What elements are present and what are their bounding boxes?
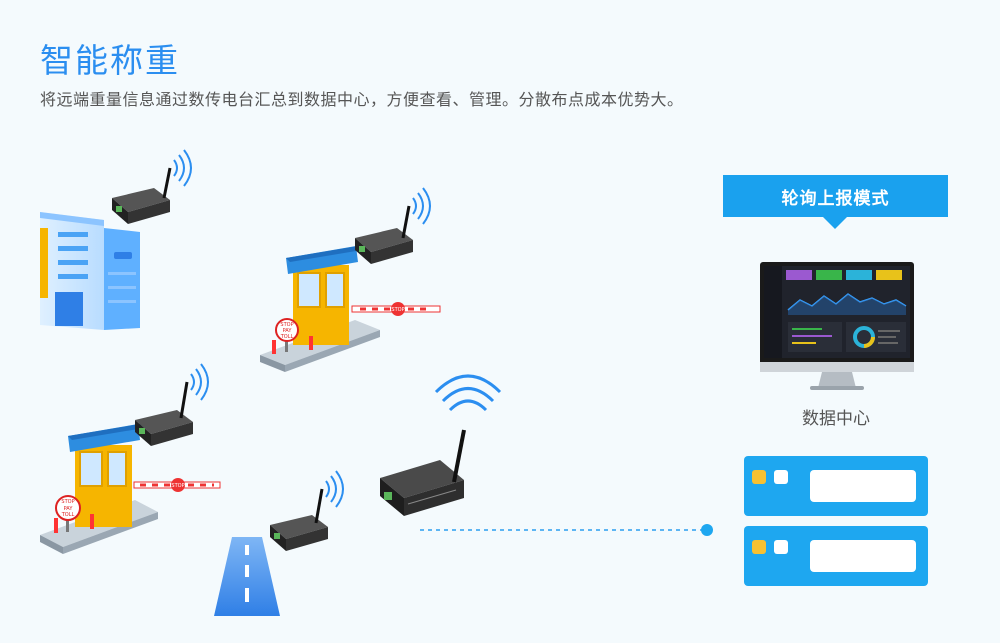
toll-booth-1: STOP STOP PAY TOLL	[260, 246, 441, 372]
toll-sign-toll-1: TOLL	[280, 334, 294, 340]
connection-dot	[701, 524, 713, 536]
central-radio-module	[380, 374, 502, 516]
toll-sign-stop-1: STOP	[280, 322, 293, 328]
radio-module-2	[355, 187, 431, 264]
road	[214, 537, 280, 616]
toll-sign-stop-2: STOP	[61, 499, 74, 505]
page-subtitle: 将远端重量信息通过数传电台汇总到数据中心，方便查看、管理。分散布点成本优势大。	[40, 90, 684, 109]
data-center-label: 数据中心	[802, 409, 870, 429]
toll-sign-pay-2: PAY	[64, 506, 74, 512]
mode-banner: 轮询上报模式	[723, 175, 948, 229]
office-building	[40, 212, 140, 330]
radio-module-4	[270, 470, 344, 551]
toll-sign-pay-1: PAY	[283, 328, 293, 334]
toll-sign-toll-2: TOLL	[61, 512, 75, 518]
monitor	[760, 262, 914, 390]
toll-booth-2: STOP STOP PAY TOLL	[40, 424, 221, 554]
radio-module-3	[135, 363, 209, 446]
page-title: 智能称重	[40, 41, 180, 80]
barrier-stop-label-2: STOP	[171, 483, 184, 489]
radio-module-1	[112, 149, 192, 224]
barrier-stop-label-1: STOP	[391, 307, 404, 313]
server-stack	[744, 456, 928, 586]
